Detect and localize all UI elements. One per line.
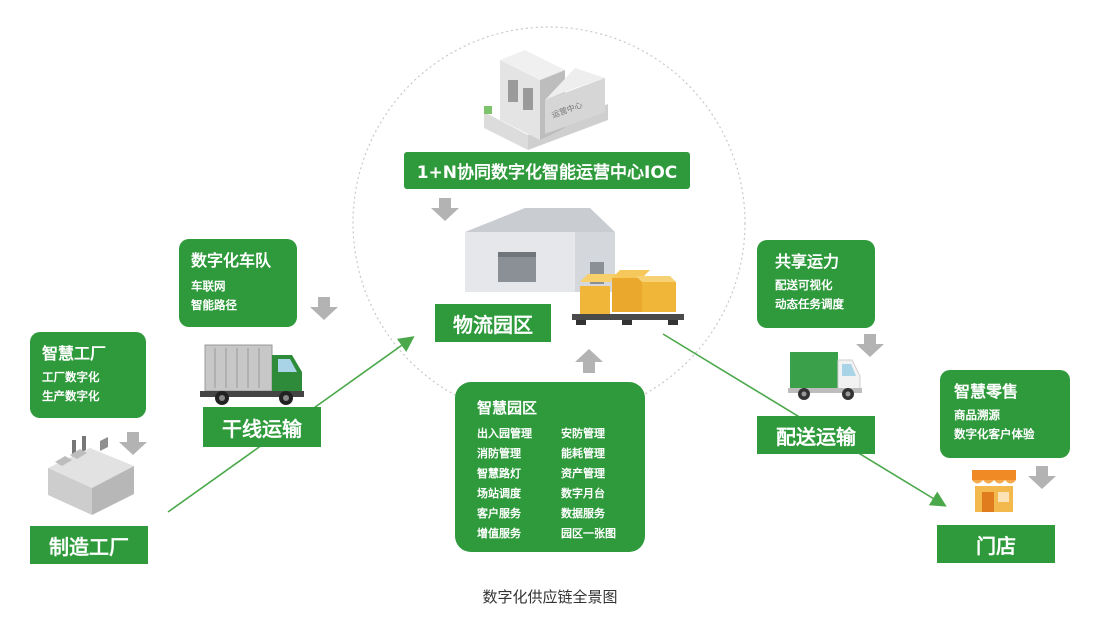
retail-item: 数字化客户体验	[954, 427, 1035, 441]
gray-down-arrow-retail	[1028, 466, 1056, 489]
ioc-title: 1+N协同数字化智能运营中心IOC	[416, 163, 678, 183]
manufacturing-factory-label: 制造工厂	[30, 526, 148, 564]
gray-up-arrow-smart-park	[575, 349, 603, 373]
store-text: 门店	[976, 533, 1016, 558]
smart-park-item: 消防管理	[477, 447, 521, 460]
logistics-park-text: 物流园区	[453, 312, 533, 337]
digital-fleet-card: 数字化车队 车联网 智能路径	[179, 239, 297, 327]
store-icon	[972, 470, 1016, 512]
fleet-item: 车联网	[191, 279, 226, 293]
shared-item: 动态任务调度	[775, 297, 844, 311]
smart-factory-title: 智慧工厂	[42, 344, 107, 363]
smart-park-item: 园区一张图	[561, 527, 616, 540]
smart-park-item: 能耗管理	[561, 447, 605, 460]
gray-down-arrow-ioc	[431, 198, 459, 221]
factory-icon	[48, 436, 134, 515]
store-label: 门店	[937, 525, 1055, 563]
smart-park-item: 客户服务	[477, 507, 521, 520]
trunk-transport-label: 干线运输	[203, 407, 321, 447]
building-icon: 运营中心	[484, 50, 608, 150]
fleet-item: 智能路径	[191, 298, 237, 312]
gray-down-arrow-factory	[119, 432, 147, 455]
smart-park-item: 数字月台	[561, 487, 605, 500]
gray-down-arrow-shared	[856, 334, 884, 357]
smart-park-item: 增值服务	[477, 527, 521, 540]
smart-park-item: 智慧路灯	[477, 467, 521, 480]
truck-icon	[200, 344, 304, 405]
delivery-transport-label: 配送运输	[757, 416, 875, 454]
diagram-caption: 数字化供应链全景图	[482, 588, 618, 606]
smart-park-item: 场站调度	[477, 487, 521, 500]
warehouse-icon	[465, 208, 684, 325]
smart-park-item: 出入园管理	[477, 427, 532, 440]
smart-retail-card: 智慧零售 商品溯源 数字化客户体验	[940, 370, 1070, 458]
ioc-banner: 1+N协同数字化智能运营中心IOC	[404, 152, 690, 189]
smart-park-item: 资产管理	[561, 467, 605, 480]
smart-park-title: 智慧园区	[477, 399, 538, 417]
ioc-dotted-circle	[352, 26, 746, 420]
shared-capacity-card: 共享运力 配送可视化 动态任务调度	[757, 240, 875, 328]
smart-factory-card: 智慧工厂 工厂数字化 生产数字化	[30, 332, 146, 418]
smart-retail-title: 智慧零售	[954, 382, 1019, 401]
shared-item: 配送可视化	[775, 278, 833, 292]
van-icon	[788, 352, 862, 400]
delivery-transport-text: 配送运输	[776, 424, 856, 449]
shared-capacity-title: 共享运力	[775, 252, 840, 271]
manufacturing-factory-text: 制造工厂	[49, 534, 129, 559]
logistics-park-label: 物流园区	[435, 304, 551, 342]
factory-item: 工厂数字化	[42, 370, 100, 384]
digital-fleet-title: 数字化车队	[191, 251, 272, 270]
smart-park-item: 数据服务	[561, 507, 605, 520]
smart-park-item: 安防管理	[561, 427, 605, 440]
smart-park-items: 出入园管理 安防管理 消防管理 能耗管理 智慧路灯 资产管理 场站调度 数字月台…	[477, 424, 645, 544]
retail-item: 商品溯源	[954, 408, 1000, 422]
trunk-transport-text: 干线运输	[222, 416, 302, 441]
factory-item: 生产数字化	[42, 389, 100, 403]
gray-down-arrow-fleet	[310, 297, 338, 320]
smart-park-card: 智慧园区 出入园管理 安防管理 消防管理 能耗管理 智慧路灯 资产管理 场站调度…	[455, 382, 645, 552]
